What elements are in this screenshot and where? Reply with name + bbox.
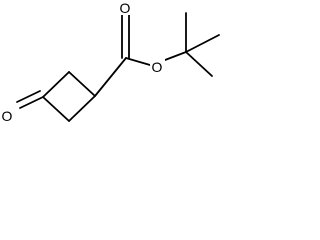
ester-oxygen-label: O	[152, 59, 163, 75]
ketone-oxygen-label: O	[2, 108, 13, 124]
ester-oxygen-atom: O	[150, 57, 165, 75]
structure-canvas: O O O	[0, 0, 234, 126]
tbutyl-methyl-right-bond	[185, 34, 220, 53]
ketone-oxygen-atom: O	[0, 105, 15, 124]
tbutyl-methyl-bottom-bond	[185, 51, 213, 77]
ketone-double-bond-a	[19, 96, 44, 109]
ring-bond-right	[68, 95, 96, 122]
carbonyl-to-ester-oxygen-bond	[125, 57, 151, 66]
ring-bond-top	[68, 71, 96, 97]
carbonyl-oxygen-label: O	[120, 0, 131, 16]
ring-bond-bottom	[42, 96, 70, 122]
skeletal-formula-diagram: O O O	[0, 0, 220, 124]
ring-to-carbonyl-bond	[94, 57, 127, 97]
ring-bond-left	[42, 71, 70, 98]
ketone-double-bond-b	[16, 90, 41, 103]
carbonyl-oxygen-atom: O	[118, 0, 133, 16]
ester-oxygen-to-tbutyl-bond	[164, 51, 187, 61]
